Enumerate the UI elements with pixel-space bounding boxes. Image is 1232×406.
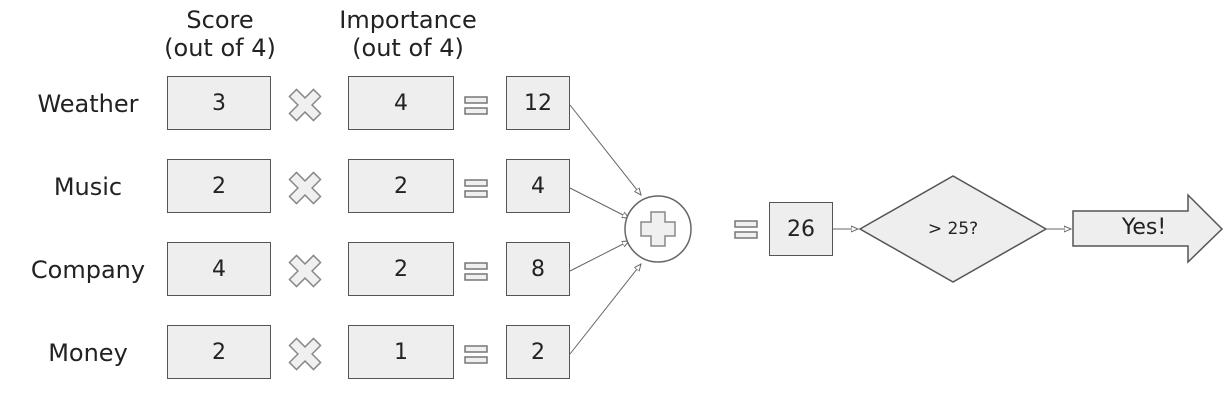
- importance-header-line1: Importance: [339, 6, 477, 34]
- multiply-icon: [288, 254, 322, 288]
- equals-icon: [734, 220, 758, 239]
- multiply-icon: [288, 337, 322, 371]
- row-label-money: Money: [48, 339, 128, 367]
- plus-icon: [640, 211, 676, 247]
- equals-icon: [464, 262, 488, 281]
- decision-label: > 25?: [927, 219, 979, 239]
- importance-box: 4: [348, 76, 454, 130]
- result-label: Yes!: [1121, 215, 1167, 240]
- product-box: 12: [506, 76, 570, 130]
- multiply-icon: [288, 88, 322, 122]
- equals-icon: [464, 96, 488, 115]
- score-box: 3: [167, 76, 271, 130]
- product-box: 8: [506, 242, 570, 296]
- connector-line: [569, 187, 629, 218]
- importance-box: 1: [348, 325, 454, 379]
- equals-icon: [464, 179, 488, 198]
- importance-header: Importance (out of 4): [318, 6, 498, 62]
- score-header: Score (out of 4): [150, 6, 290, 62]
- result-arrow: [1072, 193, 1224, 264]
- multiply-icon: [288, 171, 322, 205]
- score-box: 4: [167, 242, 271, 296]
- score-box: 2: [167, 159, 271, 213]
- connector-line: [569, 264, 641, 355]
- connector-line: [569, 104, 641, 195]
- importance-box: 2: [348, 159, 454, 213]
- score-header-line2: (out of 4): [164, 34, 276, 62]
- importance-header-line2: (out of 4): [352, 34, 464, 62]
- score-header-line1: Score: [186, 6, 254, 34]
- row-label-company: Company: [30, 256, 146, 284]
- product-box: 2: [506, 325, 570, 379]
- product-box: 4: [506, 159, 570, 213]
- row-label-weather: Weather: [37, 90, 139, 118]
- importance-box: 2: [348, 242, 454, 296]
- total-box: 26: [769, 202, 833, 256]
- score-box: 2: [167, 325, 271, 379]
- connector-line: [569, 241, 629, 272]
- row-label-music: Music: [53, 173, 123, 201]
- equals-icon: [464, 345, 488, 364]
